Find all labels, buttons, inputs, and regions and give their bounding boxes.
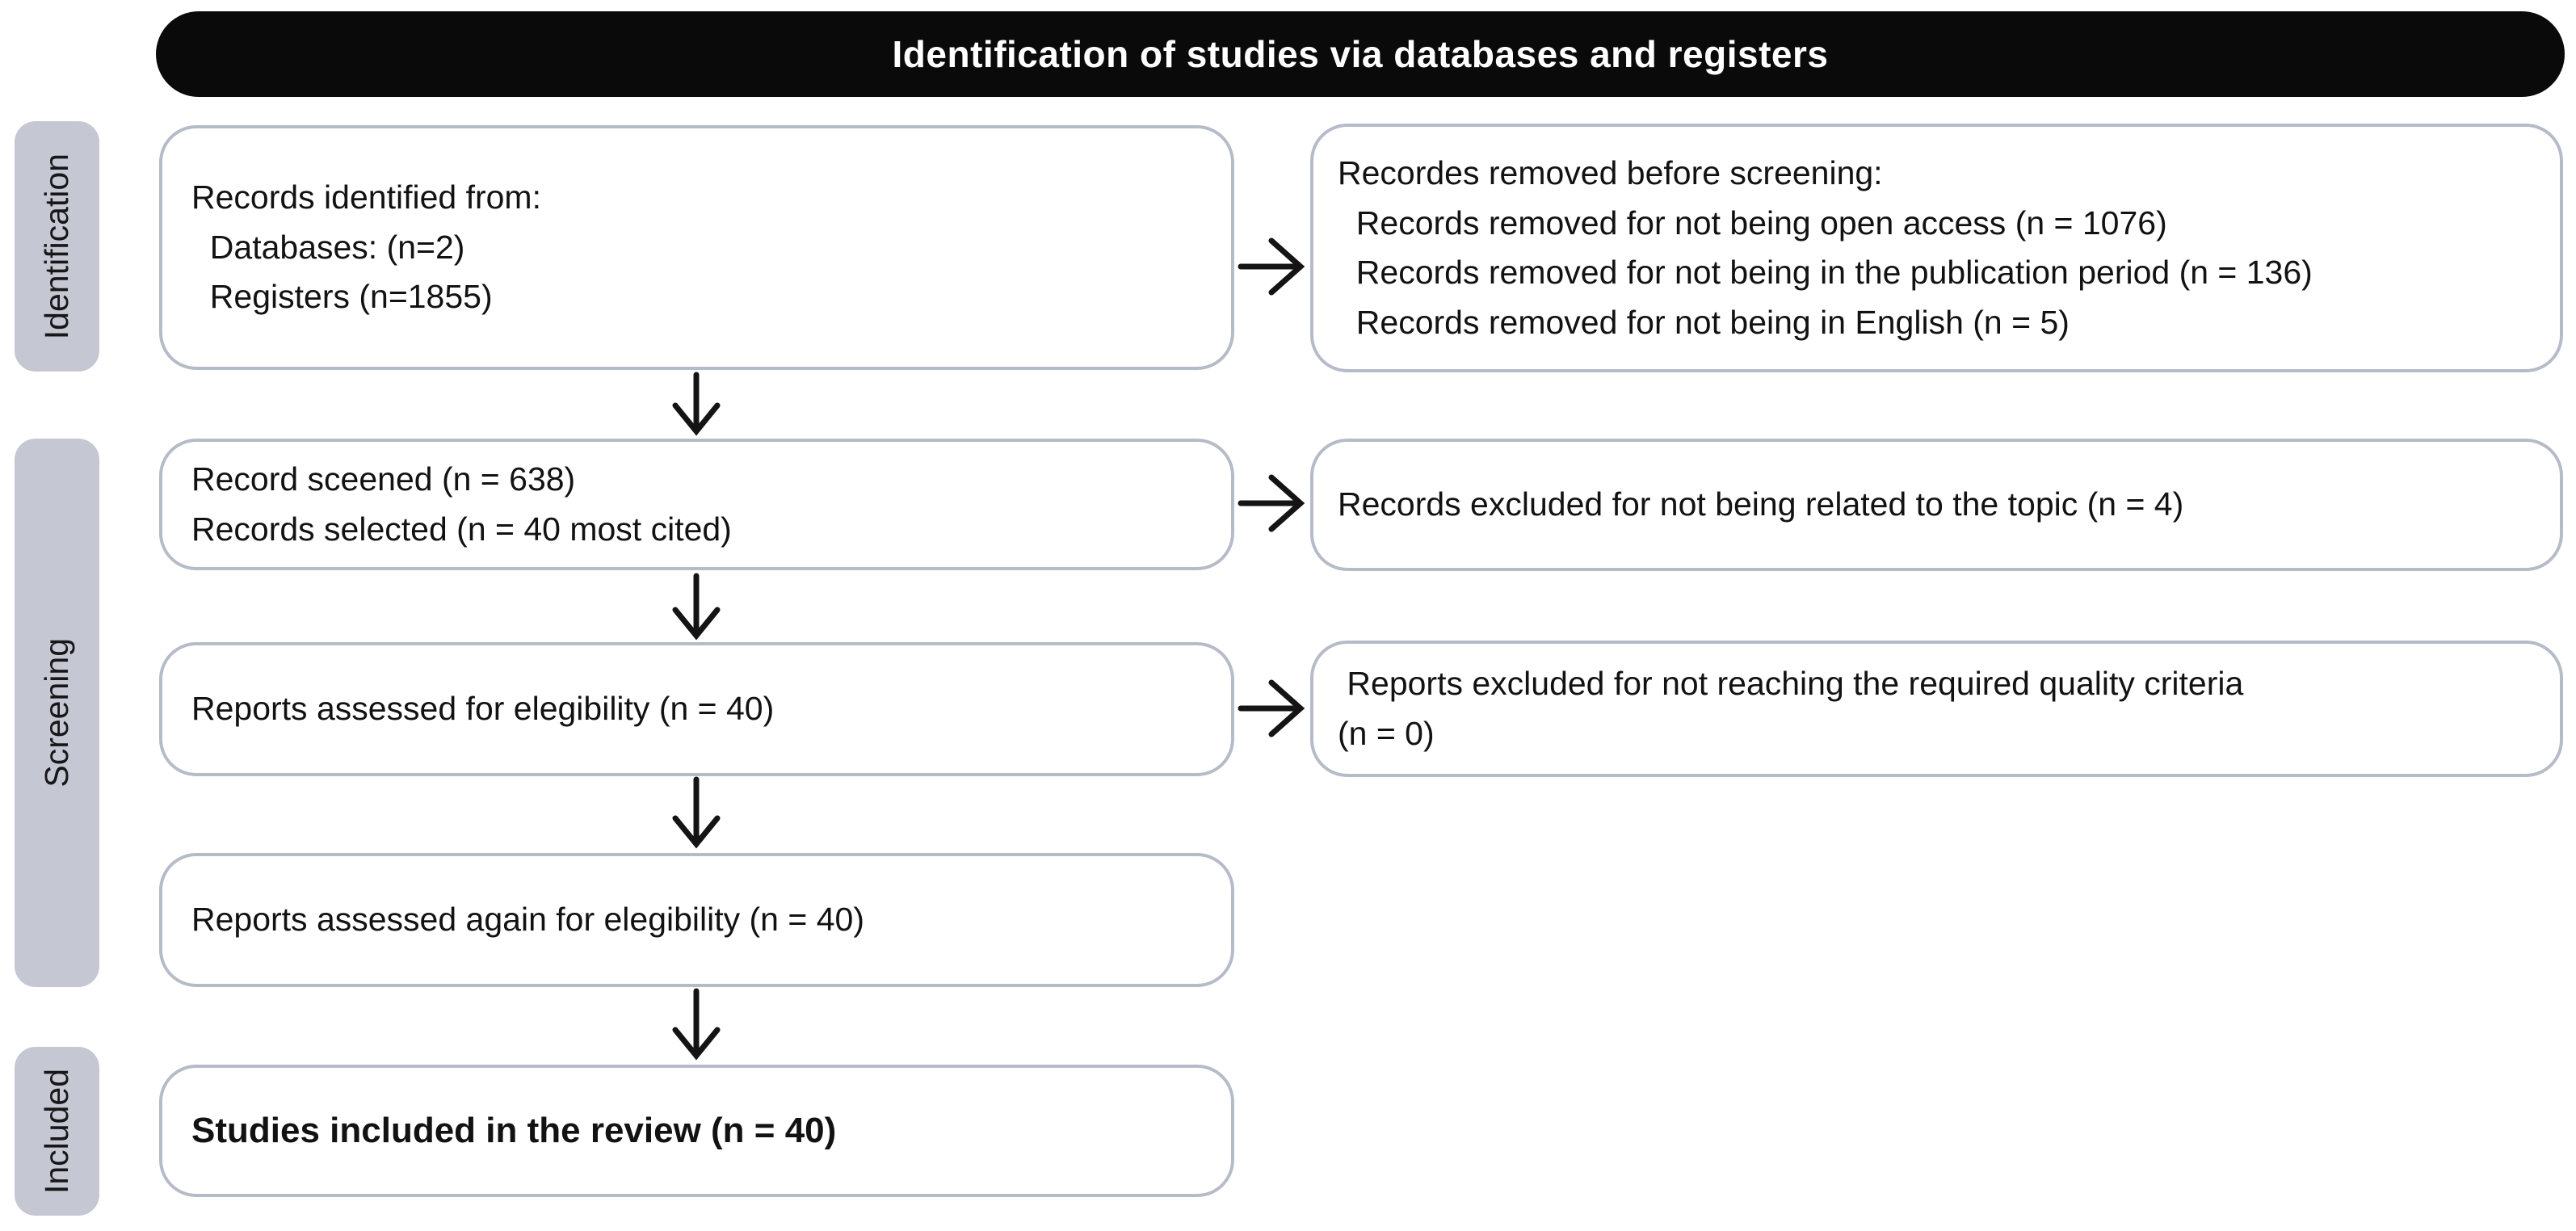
- phase-label-screening: Screening: [15, 439, 99, 987]
- phase-label-included-text: Included: [38, 1068, 75, 1194]
- banner-title-text: Identification of studies via databases …: [892, 33, 1829, 75]
- records-identified-box: Records identified from: Databases: (n=2…: [159, 125, 1234, 370]
- records-identified-text: Records identified from: Databases: (n=2…: [191, 179, 541, 316]
- phase-label-identification-text: Identification: [38, 153, 75, 340]
- reports-excluded-quality-text: Reports excluded for not reaching the re…: [1338, 665, 2244, 752]
- right-arrow-icon: [1238, 660, 1309, 757]
- phase-label-identification: Identification: [15, 121, 99, 372]
- banner-title: Identification of studies via databases …: [156, 11, 2565, 97]
- right-arrow-icon: [1238, 455, 1309, 552]
- down-arrow-icon: [662, 372, 730, 436]
- reports-assessed-text: Reports assessed for elegibility (n = 40…: [191, 690, 775, 728]
- records-removed-text: Recordes removed before screening: Recor…: [1338, 154, 2313, 341]
- records-removed-box: Recordes removed before screening: Recor…: [1310, 124, 2563, 372]
- studies-included-text: Studies included in the review (n = 40): [191, 1111, 837, 1150]
- reports-excluded-quality-box: Reports excluded for not reaching the re…: [1310, 641, 2563, 777]
- right-arrow-icon: [1238, 218, 1309, 315]
- records-screened-text: Record sceened (n = 638) Records selecte…: [191, 460, 732, 548]
- down-arrow-icon: [662, 776, 730, 849]
- studies-included-box: Studies included in the review (n = 40): [159, 1065, 1234, 1197]
- records-screened-box: Record sceened (n = 638) Records selecte…: [159, 439, 1234, 570]
- records-excluded-box: Records excluded for not being related t…: [1310, 439, 2563, 571]
- reports-assessed-box: Reports assessed for elegibility (n = 40…: [159, 642, 1234, 776]
- records-excluded-text: Records excluded for not being related t…: [1338, 485, 2184, 523]
- phase-label-included: Included: [15, 1047, 99, 1216]
- down-arrow-icon: [662, 573, 730, 641]
- down-arrow-icon: [662, 988, 730, 1061]
- reports-assessed-again-box: Reports assessed again for elegibility (…: [159, 853, 1234, 987]
- phase-label-screening-text: Screening: [38, 638, 75, 788]
- reports-assessed-again-text: Reports assessed again for elegibility (…: [191, 901, 864, 939]
